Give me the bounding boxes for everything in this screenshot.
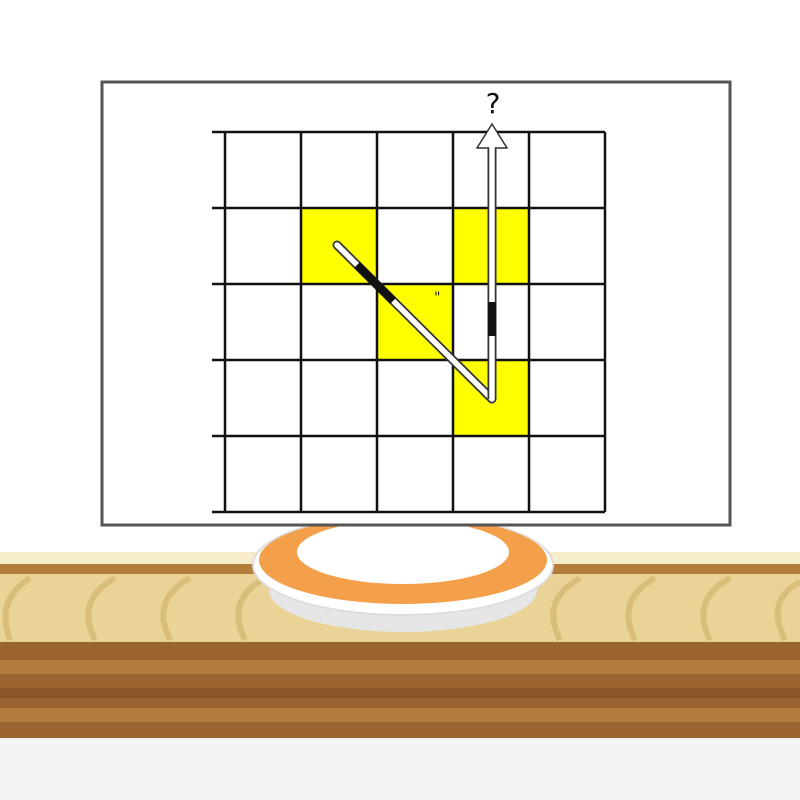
grid-lines — [212, 130, 607, 514]
table-stripe-3 — [0, 708, 800, 722]
beam-marker-diagonal — [354, 262, 396, 304]
floor — [0, 738, 800, 800]
plate — [252, 514, 554, 632]
arrow-head-gap — [489, 146, 495, 150]
puzzle-board: " — [100, 80, 732, 527]
table-stripe-2 — [0, 688, 800, 698]
plate-center — [297, 520, 509, 584]
table-stripe-1 — [0, 660, 800, 674]
light-path — [332, 122, 509, 404]
question-mark: ? — [485, 87, 501, 120]
small-mark: " — [434, 290, 440, 306]
table-wood-rings — [2, 575, 800, 642]
